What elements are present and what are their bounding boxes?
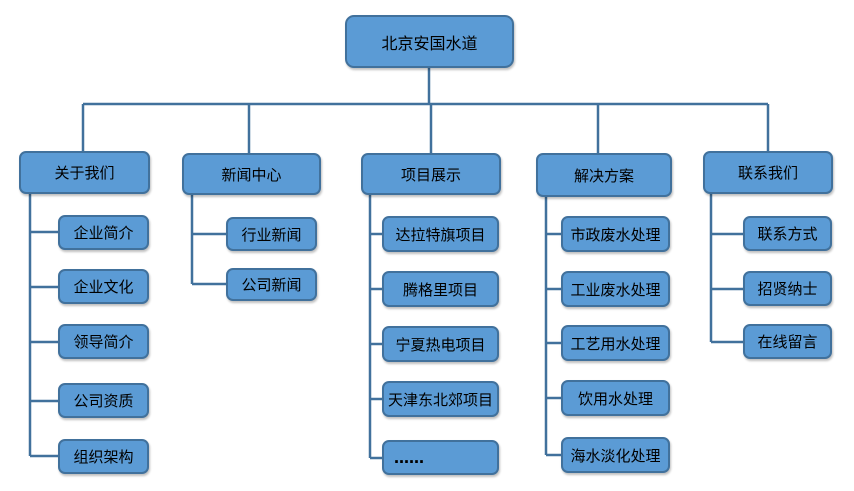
root-node: 北京安国水道 — [345, 15, 514, 68]
category-contact-us: 联系我们 — [703, 151, 833, 194]
item-company-culture: 企业文化 — [58, 269, 149, 304]
category-projects: 项目展示 — [361, 153, 501, 195]
item-company-news: 公司新闻 — [226, 268, 317, 301]
item-recruitment: 招贤纳士 — [743, 271, 832, 306]
item-seawater-desalination: 海水淡化处理 — [561, 437, 670, 473]
item-industrial-wastewater: 工业废水处理 — [561, 271, 670, 307]
item-ningxia-thermal-project: 宁夏热电项目 — [382, 326, 499, 362]
category-about-us: 关于我们 — [19, 151, 150, 194]
item-company-qualifications: 公司资质 — [58, 383, 149, 418]
item-dalate-project: 达拉特旗项目 — [382, 216, 499, 252]
item-online-message: 在线留言 — [743, 324, 832, 359]
category-news-center: 新闻中心 — [182, 153, 321, 195]
item-tianjin-northeast-project: 天津东北郊项目 — [382, 381, 499, 417]
item-industry-news: 行业新闻 — [226, 217, 317, 251]
category-solutions: 解决方案 — [536, 153, 672, 197]
item-more-ellipsis: …… — [382, 440, 499, 475]
item-drinking-water: 饮用水处理 — [561, 380, 670, 416]
item-tengger-project: 腾格里项目 — [382, 271, 499, 307]
item-org-structure: 组织架构 — [58, 439, 149, 474]
item-company-intro: 企业简介 — [58, 215, 149, 250]
item-municipal-wastewater: 市政废水处理 — [561, 216, 670, 252]
item-contact-info: 联系方式 — [743, 216, 832, 251]
item-process-water: 工艺用水处理 — [561, 325, 670, 361]
item-leadership-intro: 领导简介 — [58, 324, 149, 359]
